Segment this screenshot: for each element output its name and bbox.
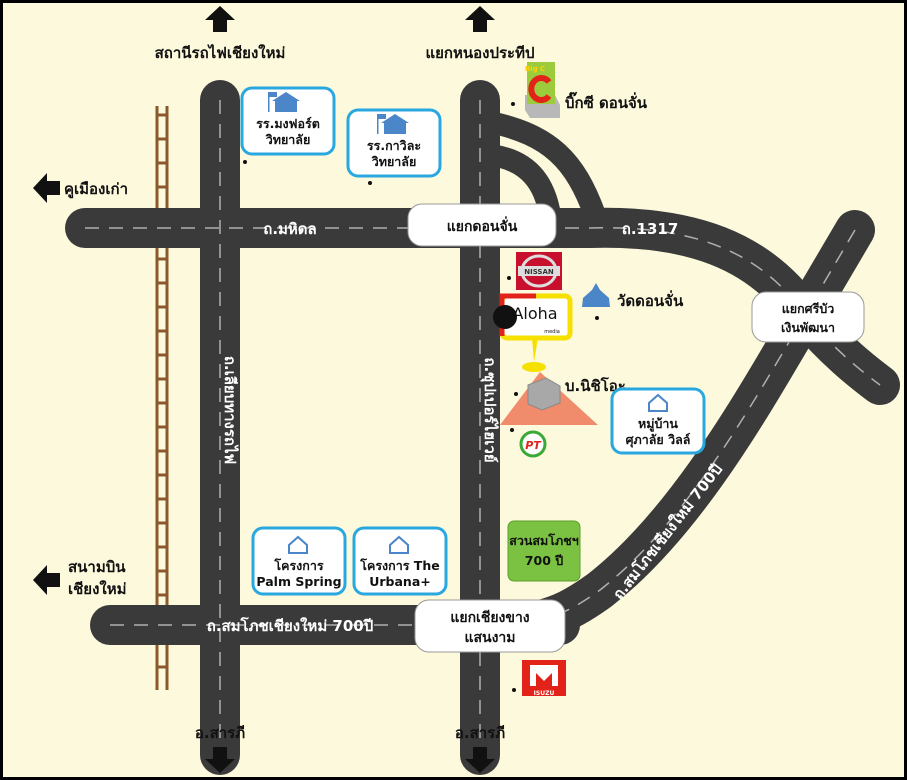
svg-text:บิ๊กซี ดอนจั่น: บิ๊กซี ดอนจั่น <box>565 91 648 112</box>
svg-text:รร.กาวิละ: รร.กาวิละ <box>367 138 421 153</box>
arrow-down-icon <box>205 747 235 773</box>
school-icon <box>268 92 300 112</box>
intersection-donchan: แยกดอนจั่น <box>407 203 557 247</box>
poi-kawila-school: รร.กาวิละ วิทยาลัย <box>346 108 442 178</box>
poi-the-urbana: โครงการ The Urbana+ <box>352 526 448 596</box>
svg-text:โครงการ The: โครงการ The <box>359 558 439 573</box>
poi-palm-spring: โครงการ Palm Spring <box>251 526 347 596</box>
svg-text:Palm Spring: Palm Spring <box>256 574 341 589</box>
poi-bigc: Big C บิ๊กซี ดอนจั่น <box>511 62 648 118</box>
poi-nissan: NISSAN <box>507 252 562 290</box>
poi-nichio: บ.นิชิโอะ <box>514 376 626 411</box>
poi-aloha-media: Aloha media <box>493 293 573 341</box>
svg-text:โครงการ: โครงการ <box>273 558 323 573</box>
house-icon <box>288 535 308 554</box>
arrow-left-icon <box>33 173 60 203</box>
svg-text:media: media <box>544 329 560 335</box>
svg-text:แยกศรีบัว: แยกศรีบัว <box>782 301 835 316</box>
direction-west-bottom-1: สนามบิน <box>68 558 126 576</box>
svg-text:แสนงาม: แสนงาม <box>464 630 515 646</box>
svg-text:วิทยาลัย: วิทยาลัย <box>371 154 417 169</box>
building-icon <box>527 377 561 411</box>
svg-text:ศุภาลัย วิลล์: ศุภาลัย วิลล์ <box>626 432 691 448</box>
svg-text:แยกดอนจั่น: แยกดอนจั่น <box>447 216 518 235</box>
svg-text:รร.มงฟอร์ต: รร.มงฟอร์ต <box>256 116 320 131</box>
road-label-superhighway: ถ.ซุปเปอร์ไฮเวย์ <box>480 357 500 462</box>
poi-montfort-school: รร.มงฟอร์ต วิทยาลัย <box>240 86 336 156</box>
intersection-chiangkhang: แยกเชียงขาง แสนงาม <box>414 599 566 653</box>
svg-text:ISUZU: ISUZU <box>534 690 555 697</box>
road-label-sompot-bottom: ถ.สมโภชเชียงใหม่ 700ปี <box>207 616 374 635</box>
arrow-left-icon <box>33 565 60 595</box>
svg-text:NISSAN: NISSAN <box>524 268 554 276</box>
svg-text:วิทยาลัย: วิทยาลัย <box>265 132 311 147</box>
arrow-down-icon <box>465 747 495 773</box>
bigc-c-mark <box>528 75 552 103</box>
svg-text:บ.นิชิโอะ: บ.นิชิโอะ <box>565 376 626 395</box>
svg-text:700 ปี: 700 ปี <box>525 553 563 568</box>
school-icon <box>377 114 409 134</box>
road-label-railway: ถ.เลียบทางรถไฟ <box>221 356 240 464</box>
svg-text:แยกเชียงขาง: แยกเชียงขาง <box>450 610 529 626</box>
svg-text:สวนสมโภชฯ: สวนสมโภชฯ <box>509 533 579 548</box>
poi-pt-station: PT <box>510 428 547 458</box>
road-label-1317: ถ.1317 <box>622 220 679 238</box>
direction-west-bottom-2: เชียงใหม่ <box>68 580 127 598</box>
poi-wat-donchan: วัดดอนจั่น <box>582 283 684 320</box>
poi-isuzu: ISUZU <box>512 660 566 697</box>
house-icon <box>648 393 668 412</box>
direction-west-top: คูเมืองเก่า <box>64 180 128 199</box>
svg-text:PT: PT <box>525 439 542 452</box>
direction-north-left: สถานีรถไฟเชียงใหม่ <box>155 43 286 62</box>
poi-sompot-park: สวนสมโภชฯ 700 ปี <box>507 520 581 582</box>
direction-south-left: อ.สารภี <box>195 724 245 742</box>
direction-north-right: แยกหนองประทีป <box>425 44 534 62</box>
road-label-mahidol: ถ.มหิดล <box>263 220 317 238</box>
temple-icon <box>582 283 610 307</box>
arrow-up-icon <box>205 6 235 32</box>
svg-text:เงินพัฒนา: เงินพัฒนา <box>781 320 835 335</box>
svg-text:Big C: Big C <box>525 65 545 73</box>
poi-supalai-ville: หมู่บ้าน ศุภาลัย วิลล์ <box>610 387 706 455</box>
svg-text:วัดดอนจั่น: วัดดอนจั่น <box>617 290 684 310</box>
svg-text:Urbana+: Urbana+ <box>369 574 431 589</box>
house-icon <box>389 535 409 554</box>
road-bigc-1 <box>487 111 606 219</box>
svg-text:Aloha: Aloha <box>512 304 557 323</box>
direction-south-right: อ.สารภี <box>455 724 505 742</box>
intersection-sribua: แยกศรีบัว เงินพัฒนา <box>751 291 865 343</box>
svg-text:หมู่บ้าน: หมู่บ้าน <box>638 416 678 432</box>
arrow-up-icon <box>465 6 495 32</box>
